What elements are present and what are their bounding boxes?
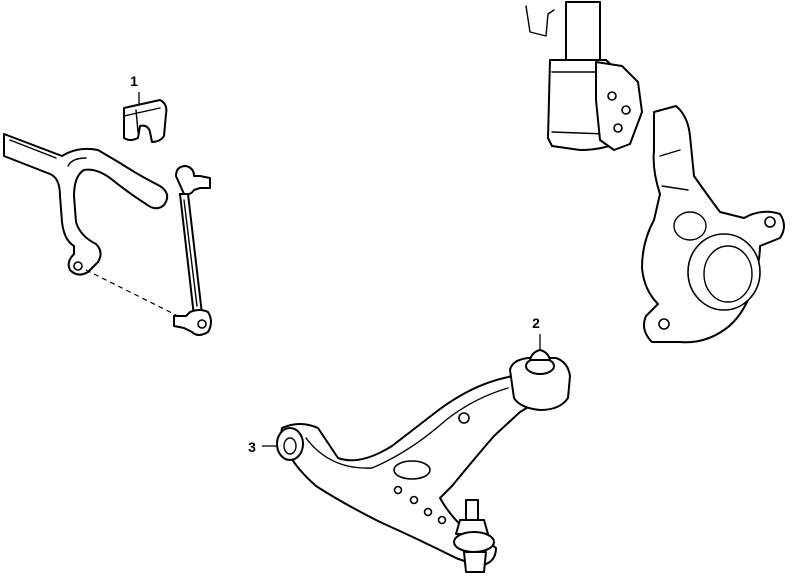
callout-2-number: 2 [532, 315, 540, 331]
callout-2: 2 [532, 315, 541, 350]
stabilizer-bushing [123, 99, 168, 143]
callout-1: 1 [130, 73, 140, 104]
callout-1-number: 1 [130, 73, 138, 89]
callout-3: 3 [248, 439, 278, 455]
callout-3-number: 3 [248, 439, 256, 455]
strut-assembly [525, 1, 643, 151]
stabilizer-bar [3, 133, 169, 276]
arm-rear-bushing [509, 349, 571, 411]
stabilizer-link [173, 165, 212, 336]
alignment-dashed-line [85, 269, 179, 317]
lower-control-arm [276, 371, 541, 567]
steering-knuckle [641, 105, 785, 344]
ball-joint [453, 499, 495, 573]
